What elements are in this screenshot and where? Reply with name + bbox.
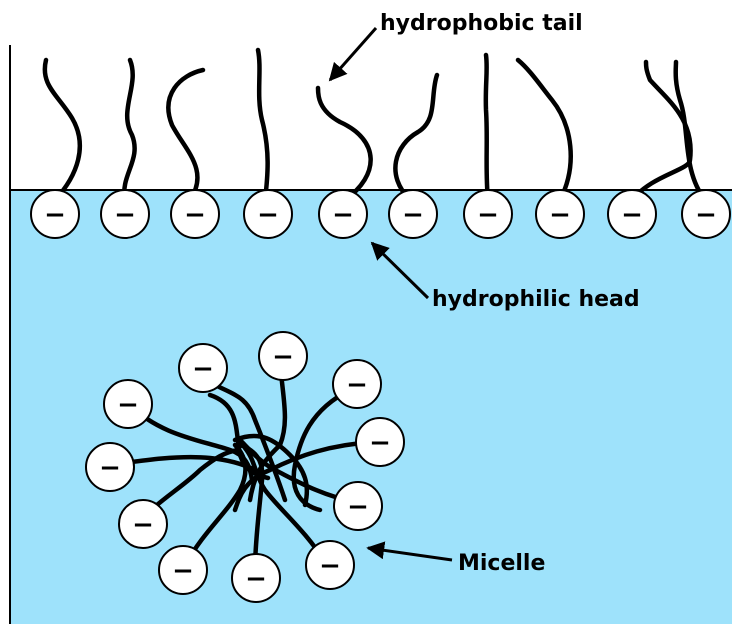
surface-head: − [389, 190, 437, 238]
negative-charge-sign: − [184, 200, 206, 230]
micelle-head: − [86, 443, 134, 491]
surface-tail [168, 70, 203, 200]
micelle-head: − [179, 344, 227, 392]
surface-head: − [682, 190, 730, 238]
surface-head: − [101, 190, 149, 238]
surface-tail [124, 60, 134, 200]
surface-tails [45, 50, 705, 200]
negative-charge-sign: − [99, 453, 121, 483]
surface-tail [676, 62, 705, 200]
negative-charge-sign: − [621, 200, 643, 230]
tail-label: hydrophobic tail [380, 11, 583, 36]
micelle-label: Micelle [458, 551, 545, 576]
negative-charge-sign: − [549, 200, 571, 230]
micelle-head: − [306, 541, 354, 589]
surface-head: − [608, 190, 656, 238]
tail-pointer-arrow [330, 28, 376, 80]
surface-head: − [319, 190, 367, 238]
negative-charge-sign: − [695, 200, 717, 230]
surface-tail [395, 75, 437, 200]
micelle-head: − [119, 500, 167, 548]
micelle-head: − [159, 546, 207, 594]
negative-charge-sign: − [332, 200, 354, 230]
negative-charge-sign: − [172, 556, 194, 586]
negative-charge-sign: − [346, 370, 368, 400]
surface-tail [258, 50, 268, 200]
micelle-head: − [232, 554, 280, 602]
surface-head: − [31, 190, 79, 238]
negative-charge-sign: − [192, 354, 214, 384]
negative-charge-sign: − [132, 510, 154, 540]
negative-charge-sign: − [114, 200, 136, 230]
surface-head: − [171, 190, 219, 238]
surface-head: − [536, 190, 584, 238]
negative-charge-sign: − [272, 342, 294, 372]
negative-charge-sign: − [245, 564, 267, 594]
micelle-head: − [356, 418, 404, 466]
head-label: hydrophilic head [432, 287, 640, 312]
negative-charge-sign: − [369, 428, 391, 458]
surface-head: − [244, 190, 292, 238]
negative-charge-sign: − [257, 200, 279, 230]
surface-tail [632, 62, 691, 200]
negative-charge-sign: − [117, 390, 139, 420]
negative-charge-sign: − [477, 200, 499, 230]
surface-tail [45, 60, 80, 200]
negative-charge-sign: − [402, 200, 424, 230]
micelle-head: − [259, 332, 307, 380]
surface-tail [318, 88, 371, 200]
micelle-head: − [334, 482, 382, 530]
negative-charge-sign: − [347, 492, 369, 522]
negative-charge-sign: − [44, 200, 66, 230]
surface-head: − [464, 190, 512, 238]
micelle-head: − [104, 380, 152, 428]
negative-charge-sign: − [319, 551, 341, 581]
surface-tail [518, 60, 571, 200]
micelle-head: − [333, 360, 381, 408]
surface-tail [486, 55, 488, 200]
